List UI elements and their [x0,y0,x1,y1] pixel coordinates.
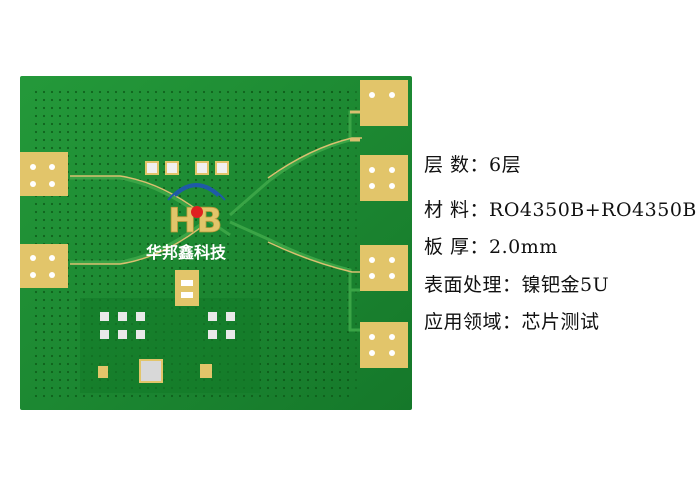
left-connector-pads [20,152,68,288]
spec-value: 芯片测试 [521,311,600,333]
spec-thickness: 板 厚：2.0mm [424,232,558,259]
spec-label: 材 料： [424,199,490,221]
spec-value: 镍钯金5U [521,274,610,296]
company-logo: HB 华邦鑫科技 [146,183,227,262]
spec-label: 层 数： [424,154,490,176]
spec-layers: 层 数：6层 [424,150,521,177]
spec-label: 板 厚： [424,236,490,258]
logo-dot [191,206,203,218]
spec-application: 应用领域：芯片测试 [424,307,600,334]
lower-component-area [80,270,260,393]
right-connector-pads [360,80,408,368]
top-pads [145,161,229,175]
spec-value: 2.0mm [489,236,558,258]
spec-value: RO4350B+RO4350B [489,199,697,221]
spec-surface-finish: 表面处理：镍钯金5U [424,270,609,297]
spec-label: 应用领域： [424,311,522,333]
pcb-photo: HB 华邦鑫科技 [20,76,412,410]
logo-company-name: 华邦鑫科技 [146,243,227,262]
spec-material: 材 料：RO4350B+RO4350B [424,195,697,222]
spec-value: 6层 [489,154,522,176]
spec-label: 表面处理： [424,274,522,296]
trace-edges [70,137,362,273]
